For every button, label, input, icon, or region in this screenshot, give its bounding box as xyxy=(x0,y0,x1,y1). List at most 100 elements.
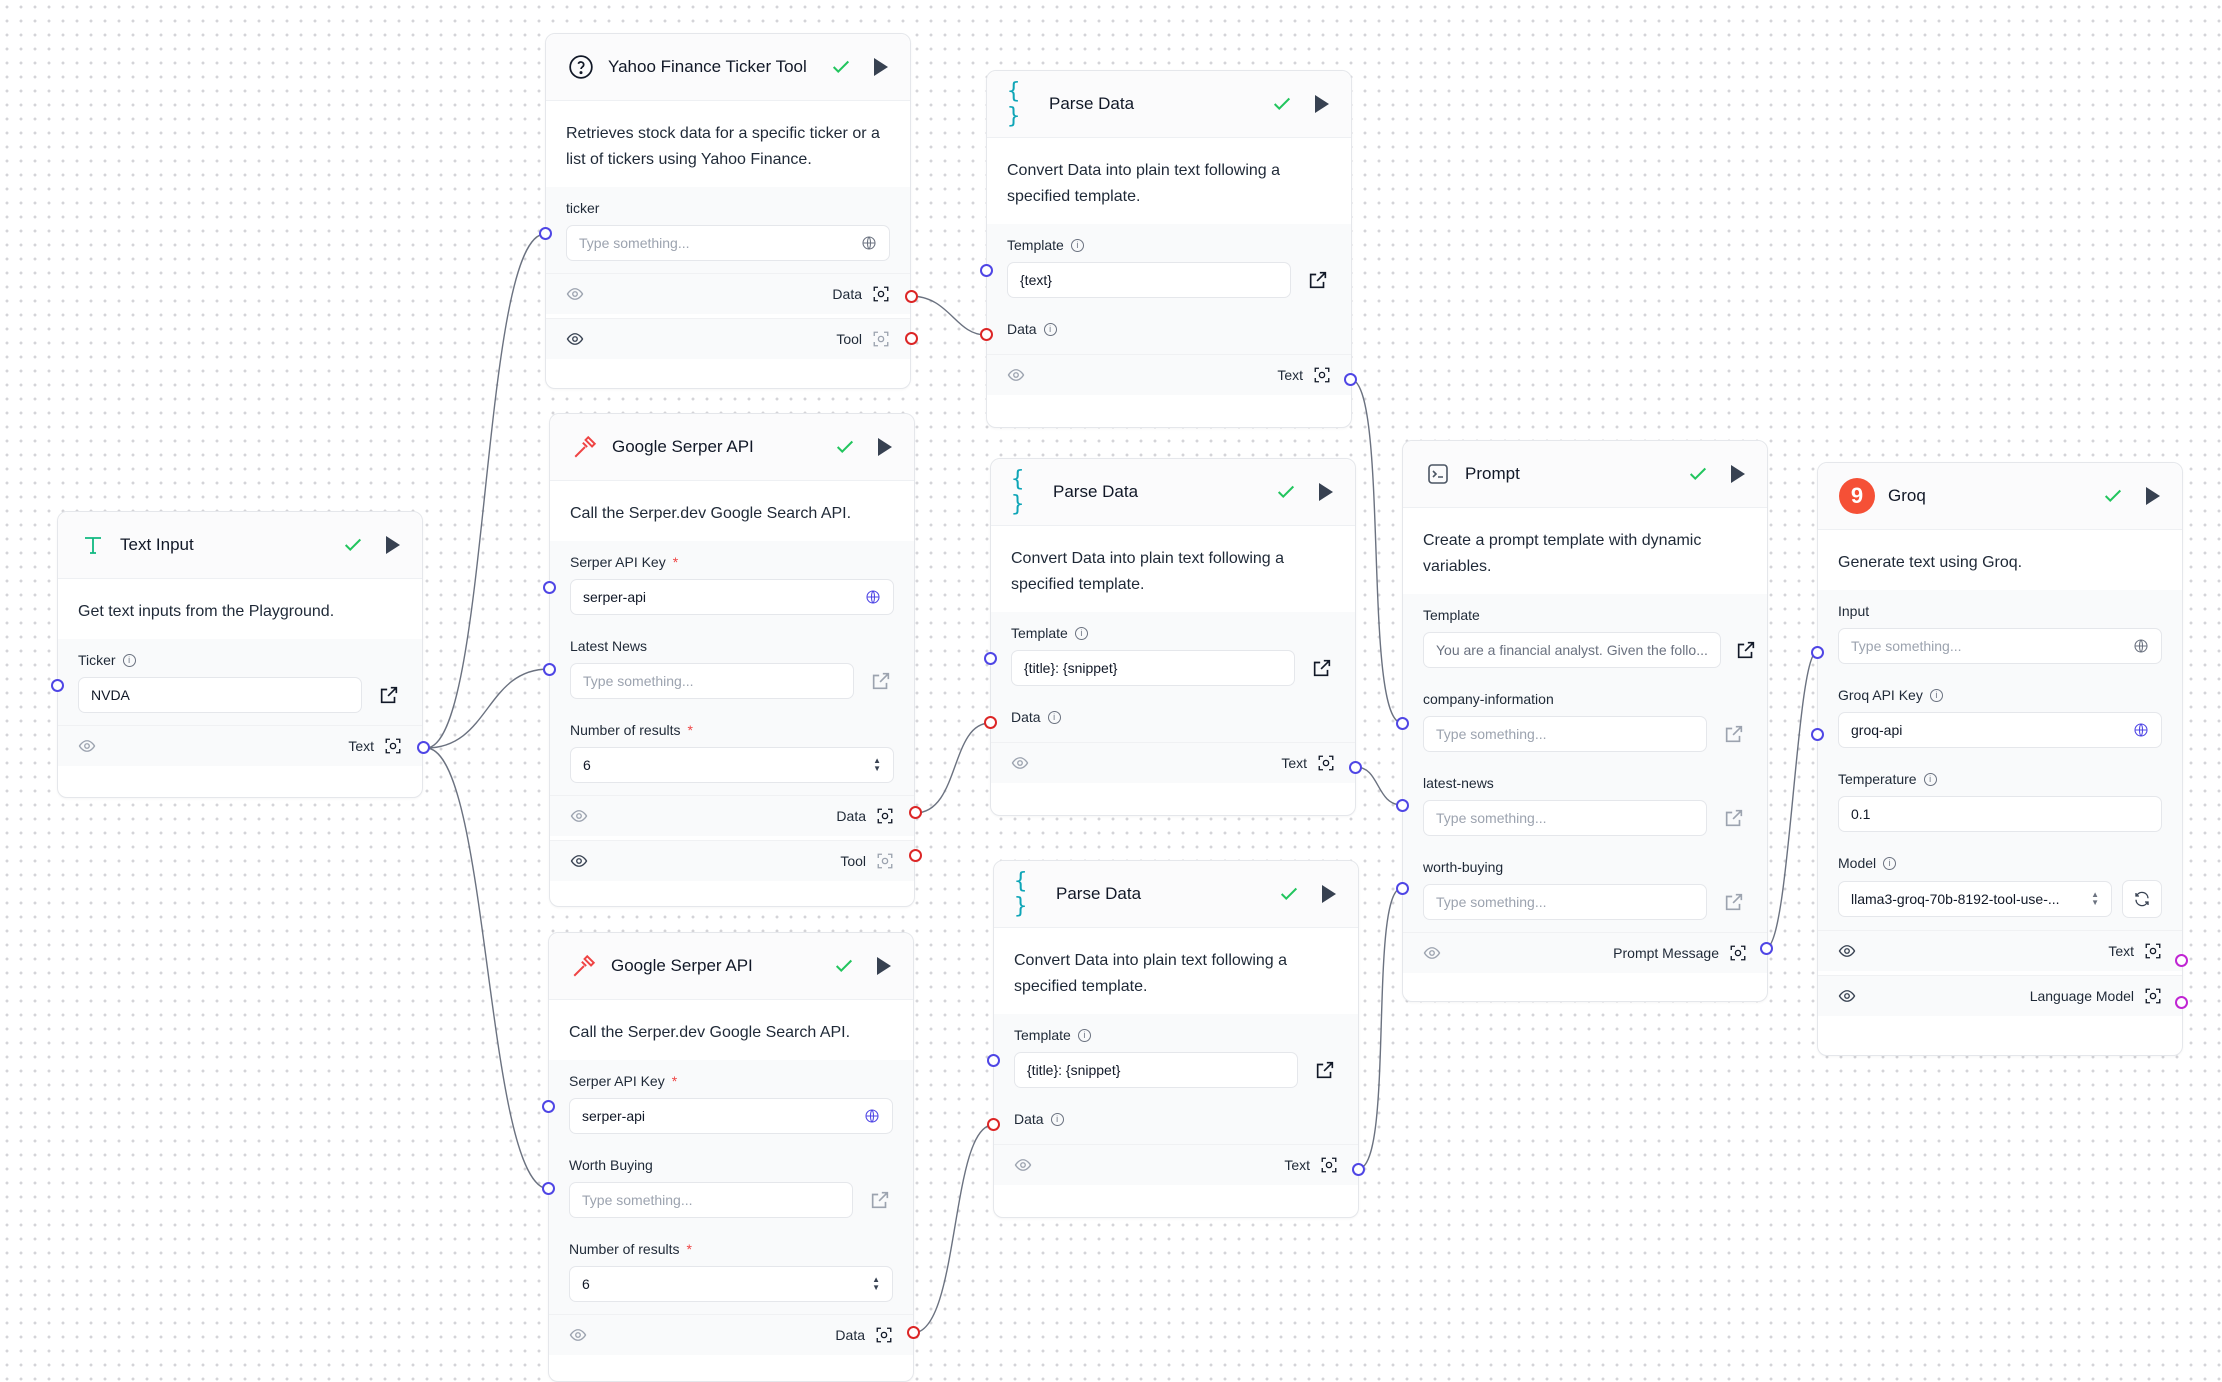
api-key-input-handle[interactable] xyxy=(543,581,556,594)
api-key-input-handle[interactable] xyxy=(542,1100,555,1113)
play-button[interactable] xyxy=(1313,94,1331,114)
globe-icon[interactable] xyxy=(2133,638,2149,654)
play-button[interactable] xyxy=(875,956,893,976)
ticker-input[interactable]: NVDA xyxy=(78,677,362,713)
text-output-handle[interactable] xyxy=(1352,1163,1365,1176)
groq-node[interactable]: 9 Groq Generate text using Groq. Input T… xyxy=(1817,462,2183,1056)
globe-icon[interactable] xyxy=(861,235,877,251)
query-input[interactable]: Type something... xyxy=(570,663,854,699)
parse-data-node[interactable]: { } Parse Data Convert Data into plain t… xyxy=(986,70,1352,428)
prompt-node[interactable]: Prompt Create a prompt template with dyn… xyxy=(1402,440,1768,1002)
inspect-icon[interactable] xyxy=(872,330,890,348)
info-icon[interactable]: i xyxy=(1077,1028,1091,1042)
info-icon[interactable]: i xyxy=(1050,1112,1064,1126)
stepper-icon[interactable]: ▲▼ xyxy=(872,1275,880,1292)
inspect-icon[interactable] xyxy=(875,1326,893,1344)
expand-icon[interactable] xyxy=(1735,637,1757,663)
text-output-handle[interactable] xyxy=(1349,761,1362,774)
tool-output-handle[interactable] xyxy=(909,849,922,862)
eye-icon[interactable] xyxy=(570,852,588,870)
data-input-handle[interactable] xyxy=(980,328,993,341)
eye-icon[interactable] xyxy=(570,807,588,825)
inspect-icon[interactable] xyxy=(872,285,890,303)
play-button[interactable] xyxy=(384,535,402,555)
node-header[interactable]: Prompt xyxy=(1403,441,1767,508)
expand-icon[interactable] xyxy=(1305,267,1331,293)
node-header[interactable]: { } Parse Data xyxy=(994,861,1358,928)
template-input[interactable]: {title}: {snippet} xyxy=(1011,650,1295,686)
play-button[interactable] xyxy=(2144,486,2162,506)
eye-icon[interactable] xyxy=(1838,942,1856,960)
inspect-icon[interactable] xyxy=(1313,366,1331,384)
api-key-input[interactable]: serper-api xyxy=(570,579,894,615)
latest-news-input[interactable]: Type something... xyxy=(1423,800,1707,836)
text-output-handle[interactable] xyxy=(417,741,430,754)
ticker-input[interactable]: Type something... xyxy=(566,225,890,261)
expand-icon[interactable] xyxy=(376,682,402,708)
play-button[interactable] xyxy=(1320,884,1338,904)
ticker-input-handle[interactable] xyxy=(539,227,552,240)
eye-icon[interactable] xyxy=(566,330,584,348)
eye-icon[interactable] xyxy=(1014,1156,1032,1174)
inspect-icon[interactable] xyxy=(2144,987,2162,1005)
google-serper-node-2[interactable]: Google Serper API Call the Serper.dev Go… xyxy=(548,932,914,1382)
node-header[interactable]: Google Serper API xyxy=(550,414,914,481)
inspect-icon[interactable] xyxy=(1317,754,1335,772)
node-header[interactable]: 9 Groq xyxy=(1818,463,2182,530)
text-input-node[interactable]: Text Input Get text inputs from the Play… xyxy=(57,511,423,798)
expand-icon[interactable] xyxy=(1721,889,1747,915)
play-button[interactable] xyxy=(872,57,890,77)
info-icon[interactable]: i xyxy=(122,653,136,667)
node-header[interactable]: Text Input xyxy=(58,512,422,579)
data-input-handle[interactable] xyxy=(987,1118,1000,1131)
template-input[interactable]: {text} xyxy=(1007,262,1291,298)
parse-data-node-3[interactable]: { } Parse Data Convert Data into plain t… xyxy=(993,860,1359,1218)
info-icon[interactable]: i xyxy=(1047,710,1061,724)
globe-icon[interactable] xyxy=(2133,722,2149,738)
stepper-icon[interactable]: ▲▼ xyxy=(873,756,881,773)
input-handle[interactable] xyxy=(1811,646,1824,659)
play-button[interactable] xyxy=(1317,482,1335,502)
company-information-handle[interactable] xyxy=(1396,717,1409,730)
inspect-icon[interactable] xyxy=(876,807,894,825)
globe-icon[interactable] xyxy=(865,589,881,605)
refresh-button[interactable] xyxy=(2122,880,2162,918)
worth-buying-input[interactable]: Type something... xyxy=(1423,884,1707,920)
inspect-icon[interactable] xyxy=(384,737,402,755)
inspect-icon[interactable] xyxy=(2144,942,2162,960)
inspect-icon[interactable] xyxy=(1320,1156,1338,1174)
num-results-input[interactable]: 6 ▲▼ xyxy=(570,747,894,783)
data-output-handle[interactable] xyxy=(909,806,922,819)
info-icon[interactable]: i xyxy=(1883,856,1897,870)
template-input[interactable]: {title}: {snippet} xyxy=(1014,1052,1298,1088)
api-key-input-handle[interactable] xyxy=(1811,728,1824,741)
template-input-handle[interactable] xyxy=(984,652,997,665)
expand-icon[interactable] xyxy=(1721,721,1747,747)
info-icon[interactable]: i xyxy=(1074,626,1088,640)
expand-icon[interactable] xyxy=(867,1187,893,1213)
model-select[interactable]: llama3-groq-70b-8192-tool-use-... ▲▼ xyxy=(1838,881,2112,917)
data-output-handle[interactable] xyxy=(907,1326,920,1339)
ticker-input-handle[interactable] xyxy=(51,679,64,692)
info-icon[interactable]: i xyxy=(1070,238,1084,252)
eye-icon[interactable] xyxy=(1838,987,1856,1005)
text-output-handle[interactable] xyxy=(2175,954,2188,967)
eye-icon[interactable] xyxy=(566,285,584,303)
data-output-handle[interactable] xyxy=(905,290,918,303)
info-icon[interactable]: i xyxy=(1929,688,1943,702)
worth-buying-handle[interactable] xyxy=(1396,882,1409,895)
expand-icon[interactable] xyxy=(1721,805,1747,831)
template-input-handle[interactable] xyxy=(980,264,993,277)
play-button[interactable] xyxy=(1729,464,1747,484)
node-header[interactable]: { } Parse Data xyxy=(991,459,1355,526)
company-information-input[interactable]: Type something... xyxy=(1423,716,1707,752)
expand-icon[interactable] xyxy=(868,668,894,694)
node-header[interactable]: Google Serper API xyxy=(549,933,913,1000)
query-input[interactable]: Type something... xyxy=(569,1182,853,1218)
inspect-icon[interactable] xyxy=(1729,944,1747,962)
tool-output-handle[interactable] xyxy=(905,332,918,345)
expand-icon[interactable] xyxy=(1309,655,1335,681)
inspect-icon[interactable] xyxy=(876,852,894,870)
api-key-input[interactable]: groq-api xyxy=(1838,712,2162,748)
